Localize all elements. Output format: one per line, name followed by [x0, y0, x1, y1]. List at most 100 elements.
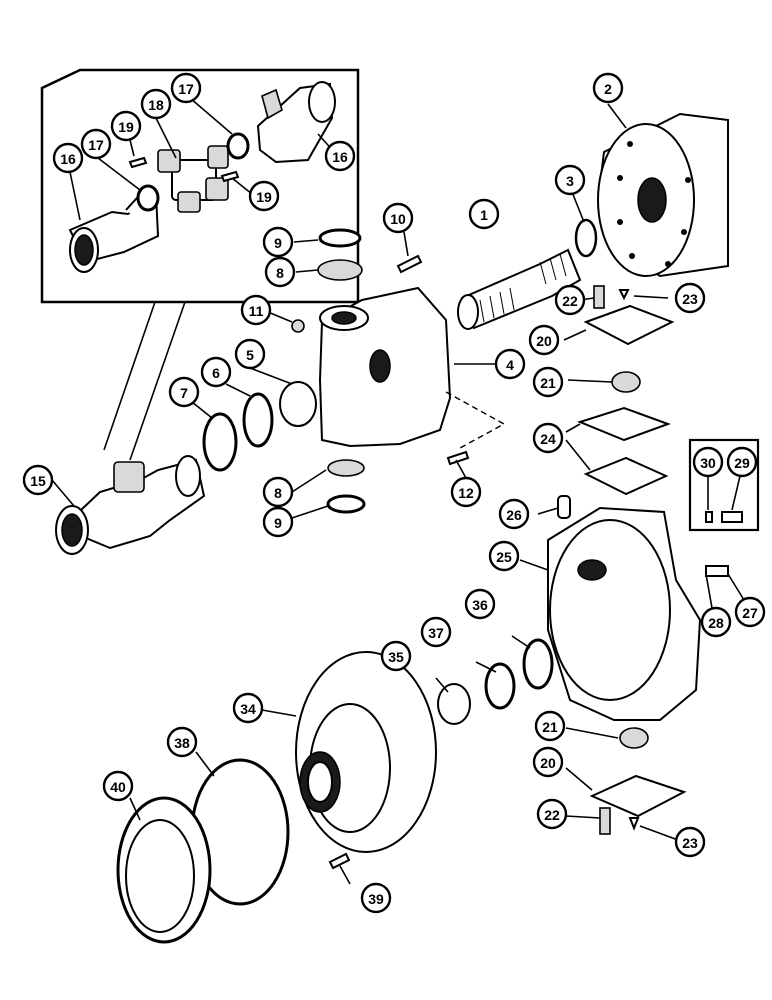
callout-38-label: 38 — [174, 735, 190, 751]
callout-19-left-label: 19 — [118, 119, 134, 135]
callout-35-label: 35 — [388, 649, 404, 665]
cross-spider-part — [157, 145, 229, 213]
callout-21-upper: 21 — [532, 366, 564, 398]
bolt-39-part — [328, 852, 351, 870]
callout-40: 40 — [102, 770, 134, 802]
o-ring-part — [574, 218, 598, 258]
callout-9-lower-label: 9 — [274, 515, 282, 531]
callout-11-label: 11 — [249, 303, 264, 319]
callout-28: 28 — [700, 606, 732, 638]
callout-9-upper-label: 9 — [274, 235, 282, 251]
callout-22-lower-label: 22 — [544, 807, 560, 823]
callout-24-label: 24 — [540, 431, 556, 447]
fitting-23-lower-part — [628, 817, 640, 831]
ring-9-upper-part — [318, 228, 362, 248]
callout-17-right: 17 — [170, 72, 202, 104]
callout-18-label: 18 — [148, 97, 164, 113]
bushing-35-part — [437, 683, 471, 725]
shim-24a-part — [577, 406, 671, 442]
seal-36-part — [522, 638, 554, 690]
cap-20-upper-part — [583, 304, 675, 346]
bolt-22-lower-part — [599, 807, 611, 835]
callout-10-label: 10 — [390, 211, 406, 227]
callout-1: 1 — [468, 198, 500, 230]
bearing-21-upper-part — [611, 371, 641, 393]
bushing-part — [279, 381, 317, 427]
washer-30-part — [705, 511, 713, 523]
callout-12-label: 12 — [458, 485, 474, 501]
callout-11: 11 — [240, 294, 272, 326]
callout-4: 4 — [494, 348, 526, 380]
callouts: 1 2 3 4 5 6 7 8 8 9 9 10 11 12 15 16 16 … — [22, 72, 766, 914]
callout-19-right-label: 19 — [256, 189, 272, 205]
callout-5-label: 5 — [246, 347, 254, 363]
callout-6: 6 — [200, 356, 232, 388]
callout-16-left: 16 — [52, 142, 84, 174]
callout-36-label: 36 — [472, 597, 488, 613]
stud-12-part — [446, 450, 470, 466]
callout-3: 3 — [554, 164, 586, 196]
callout-34: 34 — [232, 692, 264, 724]
wheel-hub-part — [295, 651, 437, 853]
axle-housing-part — [596, 112, 729, 278]
callout-2: 2 — [592, 72, 624, 104]
callout-17-left-label: 17 — [88, 137, 104, 153]
universal-joint-assembly-part — [55, 455, 206, 555]
shim-24b-part — [583, 456, 669, 496]
axle-shaft-part — [457, 248, 582, 330]
yoke-right-part — [256, 81, 336, 164]
ring-9-lower-part — [326, 494, 366, 514]
callout-28-label: 28 — [708, 615, 724, 631]
pin-26-part — [557, 495, 571, 519]
inset-pointer-left — [103, 301, 156, 451]
callout-21-lower-label: 21 — [542, 719, 558, 735]
callout-9-lower: 9 — [262, 506, 294, 538]
callout-20-lower: 20 — [532, 746, 564, 778]
steering-knuckle-part — [318, 286, 506, 449]
callout-24: 24 — [532, 422, 564, 454]
callout-23-lower: 23 — [674, 826, 706, 858]
callout-19-right: 19 — [248, 180, 280, 212]
callout-7-label: 7 — [180, 385, 188, 401]
callout-15: 15 — [22, 464, 54, 496]
cap-20-lower-part — [589, 774, 687, 818]
callout-23-upper-label: 23 — [682, 291, 698, 307]
callout-3-label: 3 — [566, 173, 574, 189]
bolt-19-right-part — [220, 170, 240, 183]
callout-37: 37 — [420, 616, 452, 648]
callout-21-upper-label: 21 — [540, 375, 556, 391]
bolt-22-upper-part — [593, 285, 605, 309]
seal-37-part — [484, 662, 516, 710]
callout-20-upper: 20 — [528, 324, 560, 356]
callout-5: 5 — [234, 338, 266, 370]
seal-6-part — [242, 392, 274, 448]
callout-8-upper-label: 8 — [276, 265, 284, 281]
callout-29-label: 29 — [734, 455, 750, 471]
callout-20-lower-label: 20 — [540, 755, 556, 771]
bearing-8-upper-part — [317, 259, 363, 281]
leader-lines — [51, 97, 745, 885]
callout-17-right-label: 17 — [178, 81, 194, 97]
seal-7-part — [202, 412, 238, 472]
callout-22-upper: 22 — [554, 284, 586, 316]
callout-17-left: 17 — [80, 128, 112, 160]
callout-16-left-label: 16 — [60, 151, 76, 167]
callout-8-lower-label: 8 — [274, 485, 282, 501]
callout-22-upper-label: 22 — [562, 293, 578, 309]
snap-ring-left-part — [136, 184, 160, 212]
callout-8-upper: 8 — [264, 256, 296, 288]
callout-27: 27 — [734, 596, 766, 628]
inset-pointer-right — [129, 301, 186, 461]
callout-18: 18 — [140, 88, 172, 120]
snap-ring-right-part — [226, 132, 250, 160]
callout-27-label: 27 — [742, 605, 758, 621]
callout-21-lower: 21 — [534, 710, 566, 742]
callout-30-label: 30 — [700, 455, 716, 471]
knuckle-housing-part — [547, 506, 702, 721]
callout-39-label: 39 — [368, 891, 384, 907]
callout-15-label: 15 — [30, 473, 46, 489]
bearing-8-lower-part — [327, 459, 365, 477]
callout-26: 26 — [498, 498, 530, 530]
callout-34-label: 34 — [240, 701, 256, 717]
